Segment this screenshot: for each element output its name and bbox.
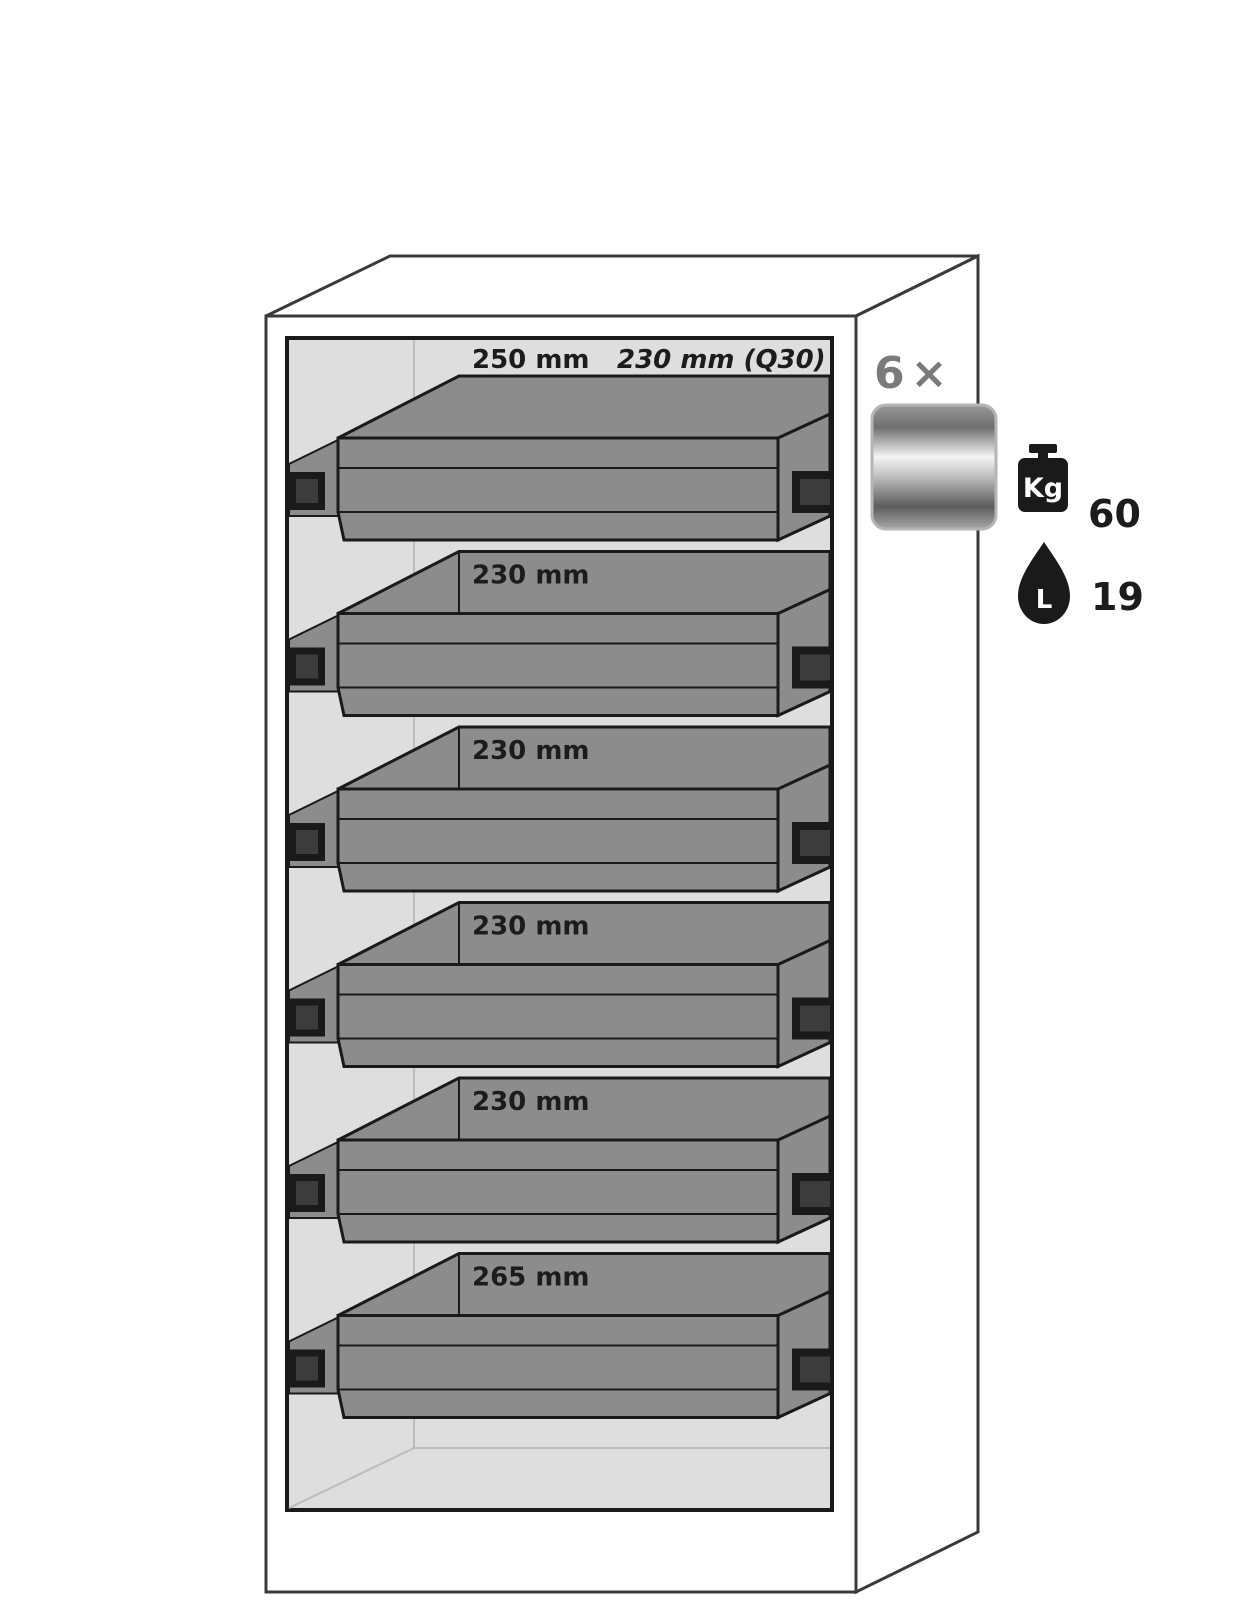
weight-icon: Kg: [1018, 444, 1068, 512]
drawer-height-label: 230 mm: [472, 1087, 590, 1117]
drawer-front: [336, 1314, 780, 1419]
drawer-front: [336, 436, 780, 542]
drawer-1: 250 mm 230 mm (Q30): [288, 345, 832, 543]
svg-text:Kg: Kg: [1023, 473, 1063, 504]
left-rail-inner: [296, 1181, 318, 1205]
drawer-height-label: 230 mm: [472, 912, 590, 942]
left-rail-inner: [296, 1356, 318, 1381]
drawer-front: [336, 787, 780, 893]
drawer-height-label: 230 mm: [472, 736, 590, 766]
right-rail-inner: [800, 1181, 830, 1207]
drawer-6: 265 mm: [288, 1252, 832, 1420]
right-rail-inner: [800, 830, 830, 856]
left-rail-inner: [296, 830, 318, 854]
drawers: 250 mm 230 mm (Q30) 230 mm 230 mm 230 mm 230 …: [288, 345, 832, 1420]
right-rail-inner: [800, 1005, 830, 1032]
drawer-front: [336, 1138, 780, 1244]
left-rail-inner: [296, 1005, 318, 1030]
left-rail-inner: [296, 654, 318, 679]
drawer-front: [336, 612, 780, 717]
drawer-height-label: 265 mm: [472, 1263, 590, 1293]
drawer-height-label: 230 mm: [472, 561, 590, 591]
weight-value: 60: [1088, 492, 1141, 536]
drawer-5: 230 mm: [288, 1076, 832, 1245]
drawer-count: 6×: [874, 348, 948, 399]
left-rail-inner: [296, 479, 318, 503]
svg-text:L: L: [1036, 585, 1053, 615]
drawer-3: 230 mm: [288, 725, 832, 894]
legend: 6× Kg 60 L 19: [870, 348, 1144, 624]
drawer-front: [336, 963, 780, 1068]
drawer-height-label-alt: 230 mm (Q30): [617, 345, 826, 375]
volume-value: 19: [1091, 575, 1144, 619]
right-rail-inner: [800, 654, 830, 681]
volume-icon: L: [1018, 542, 1070, 624]
drawer-4: 230 mm: [288, 901, 832, 1069]
steel-drawer-swatch: [870, 403, 998, 531]
drawer-height-label: 250 mm: [472, 345, 590, 375]
drawer-2: 230 mm: [288, 550, 832, 718]
right-rail-inner: [800, 479, 830, 505]
right-rail-inner: [800, 1356, 830, 1383]
interior-floor-side: [288, 1447, 415, 1509]
